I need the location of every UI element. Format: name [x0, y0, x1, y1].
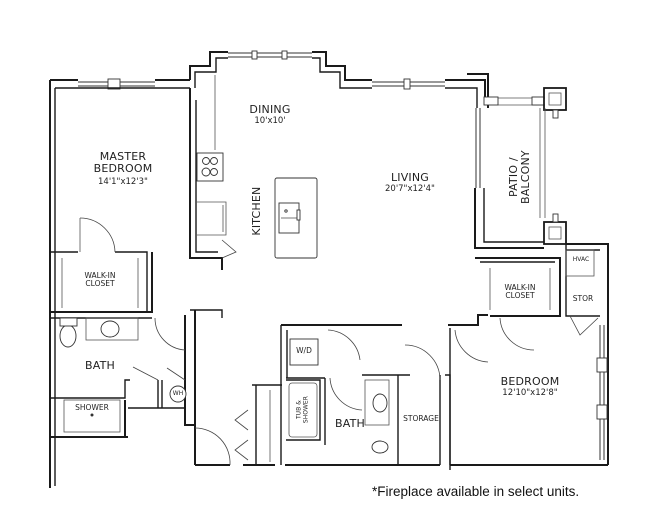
bedroom-dimensions: 12'10"x12'8"	[502, 388, 558, 398]
laundry-label: W/D	[296, 346, 312, 355]
dining-dimensions: 10'x10'	[254, 116, 286, 126]
tub-shower-label: TUB & SHOWER	[295, 396, 309, 424]
exterior-walls	[49, 50, 609, 488]
master-bath-label: BATH	[84, 359, 115, 372]
shower-label: SHOWER	[75, 403, 109, 412]
storage-label: STORAGE	[403, 414, 439, 423]
interior-walls	[50, 75, 600, 470]
dining-label: DINING	[249, 103, 291, 116]
stor-label: STOR	[572, 294, 594, 303]
bedroom-label: BEDROOM	[500, 375, 560, 388]
kitchen-label: KITCHEN	[249, 186, 263, 236]
water-heater-label: WH	[172, 390, 184, 397]
master-closet-label: WALK-IN CLOSET	[84, 271, 116, 289]
bedroom-closet-label: WALK-IN CLOSET	[504, 283, 536, 301]
master-bedroom-dimensions: 14'1"x12'3"	[98, 177, 148, 187]
patio-balcony-label: PATIO / BALCONY	[506, 150, 532, 205]
bath2-label: BATH	[334, 417, 365, 430]
fireplace-footnote: *Fireplace available in select units.	[372, 484, 580, 499]
master-bedroom-label: MASTER BEDROOM	[93, 150, 153, 176]
hvac-label: HVAC	[572, 256, 590, 263]
living-dimensions: 20'7"x12'4"	[385, 184, 435, 194]
kitchen-fixtures	[59, 152, 318, 417]
living-label: LIVING	[390, 171, 430, 184]
